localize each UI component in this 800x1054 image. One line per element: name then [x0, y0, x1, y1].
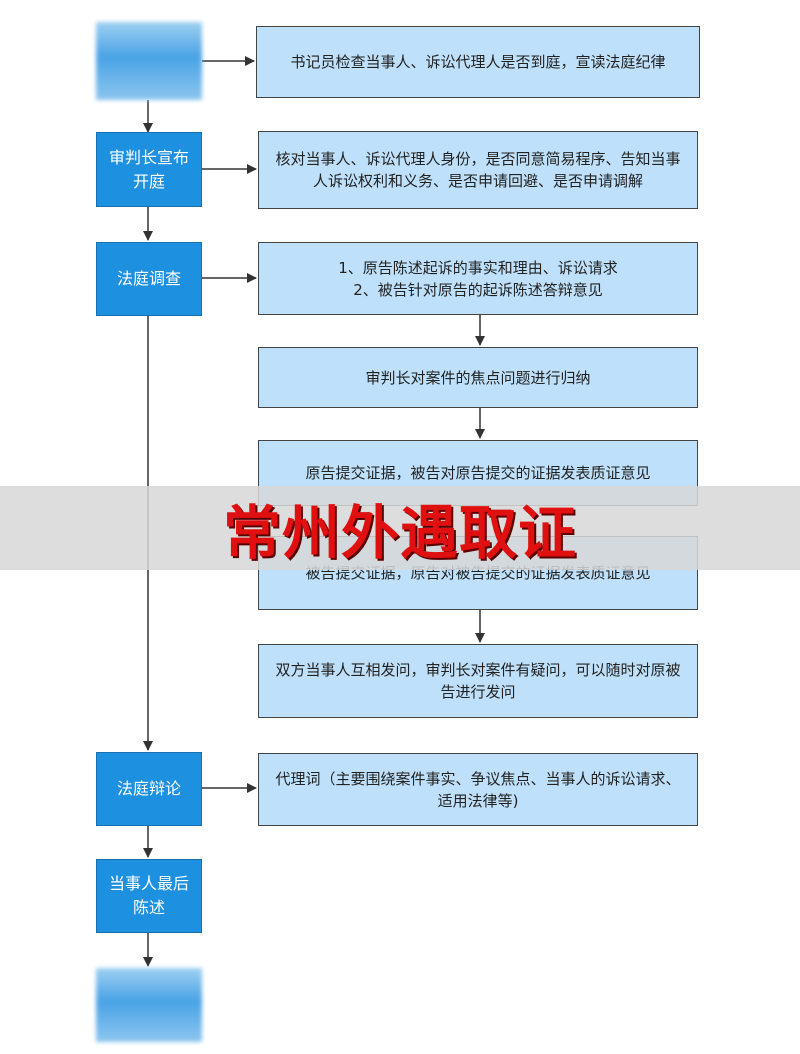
watermark-band: [0, 486, 800, 570]
detail-mutual-questioning: 双方当事人互相发问，审判长对案件有疑问，可以随时对原被告进行发问: [258, 644, 698, 718]
stage-end-blurred: [96, 968, 202, 1042]
watermark-text: 常州外遇取证: [222, 499, 577, 567]
detail-clerk-check: 书记员检查当事人、诉讼代理人是否到庭，宣读法庭纪律: [256, 26, 700, 98]
stage-start-blurred: [96, 22, 202, 100]
stage-open-court: 审判长宣布开庭: [96, 132, 202, 207]
stage-court-debate: 法庭辩论: [96, 752, 202, 826]
detail-plaintiff-defendant-statements: 1、原告陈述起诉的事实和理由、诉讼请求 2、被告针对原告的起诉陈述答辩意见: [258, 242, 698, 315]
stage-court-investigation: 法庭调查: [96, 242, 202, 316]
detail-closing-statement: 代理词（主要围绕案件事实、争议焦点、当事人的诉讼请求、适用法律等): [258, 753, 698, 826]
detail-focus-summary: 审判长对案件的焦点问题进行归纳: [258, 347, 698, 408]
detail-identity-check: 核对当事人、诉讼代理人身份，是否同意简易程序、告知当事人诉讼权利和义务、是否申请…: [258, 131, 698, 209]
stage-final-statement: 当事人最后陈述: [96, 859, 202, 933]
